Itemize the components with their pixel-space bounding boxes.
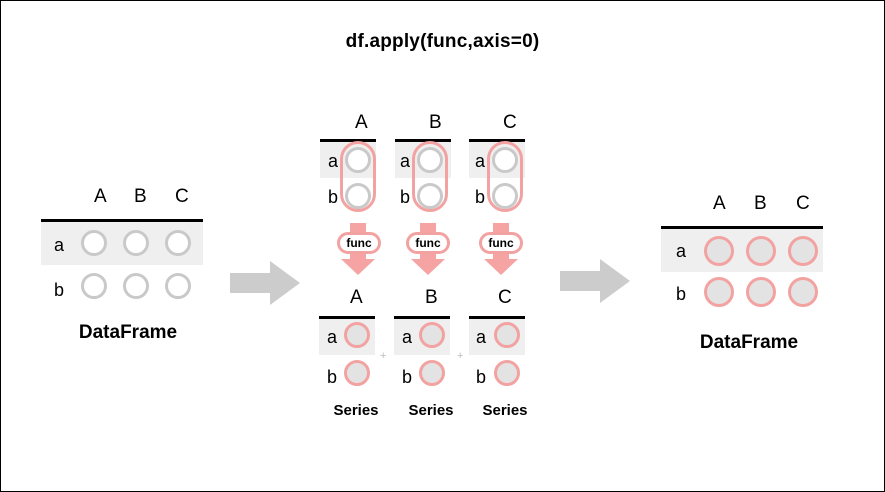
input-c-row-b: b — [475, 187, 486, 207]
right-cell-a-C — [788, 236, 818, 266]
series-a-cell-b — [344, 360, 370, 386]
series-a-row-b: b — [327, 367, 338, 387]
input-a-rule — [320, 139, 376, 142]
series-c-cell-a — [494, 322, 520, 348]
left-cell-b-B — [123, 273, 149, 299]
left-cell-a-B — [123, 230, 149, 256]
left-caption: DataFrame — [78, 322, 178, 343]
series-header-c: C — [498, 287, 512, 308]
series-a-cell-a — [344, 322, 370, 348]
input-c-row-a: a — [475, 151, 486, 171]
series-b-rule — [394, 316, 450, 319]
series-a-rule — [319, 316, 375, 319]
right-caption: DataFrame — [699, 332, 799, 353]
input-c-selection — [487, 141, 523, 212]
right-row-label-b: b — [676, 284, 687, 304]
left-header-rule — [41, 219, 203, 222]
series-c-rule — [469, 316, 525, 319]
series-b-row-b: b — [402, 367, 413, 387]
input-a-selection — [340, 141, 376, 212]
series-a-row-a: a — [327, 327, 338, 347]
left-cell-b-C — [165, 273, 191, 299]
series-b-row-a: a — [402, 327, 413, 347]
left-cell-b-A — [81, 273, 107, 299]
input-a-row-a: a — [328, 151, 339, 171]
input-a-row-b: b — [328, 187, 339, 207]
right-arrow-icon-left — [230, 261, 300, 305]
right-header-rule — [661, 226, 823, 229]
series-c-caption: Series — [482, 402, 528, 419]
plus-sign-2: + — [457, 350, 464, 362]
left-row-label-b: b — [54, 280, 65, 300]
series-b-cell-a — [419, 322, 445, 348]
right-cell-b-A — [704, 277, 734, 307]
series-c-row-b: b — [476, 367, 487, 387]
right-row-label-a: a — [676, 241, 687, 261]
input-b-selection — [412, 141, 448, 212]
series-header-b: B — [425, 287, 438, 308]
left-col-header-c: C — [175, 186, 189, 207]
series-header-a: A — [350, 287, 363, 308]
input-col-header-b: B — [429, 112, 442, 133]
input-c-rule — [469, 139, 525, 142]
left-cell-a-C — [165, 230, 191, 256]
func-badge-a: func — [337, 232, 381, 254]
right-cell-b-B — [746, 277, 776, 307]
input-b-row-b: b — [400, 187, 411, 207]
series-a-caption: Series — [333, 402, 379, 419]
plus-sign-1: + — [380, 350, 387, 362]
left-cell-a-A — [81, 230, 107, 256]
input-col-header-c: C — [503, 112, 517, 133]
right-col-header-c: C — [796, 193, 810, 214]
series-c-cell-b — [494, 360, 520, 386]
input-b-rule — [395, 139, 451, 142]
right-cell-b-C — [788, 277, 818, 307]
right-col-header-b: B — [754, 193, 767, 214]
right-cell-a-A — [704, 236, 734, 266]
diagram-title: df.apply(func,axis=0) — [345, 31, 540, 52]
right-arrow-icon-right — [560, 259, 630, 303]
right-col-header-a: A — [713, 193, 726, 214]
input-col-header-a: A — [355, 112, 368, 133]
func-badge-c: func — [479, 232, 523, 254]
func-badge-b: func — [406, 232, 450, 254]
series-b-cell-b — [419, 360, 445, 386]
left-col-header-b: B — [134, 186, 147, 207]
left-row-label-a: a — [54, 235, 65, 255]
left-col-header-a: A — [94, 186, 107, 207]
right-cell-a-B — [746, 236, 776, 266]
series-b-caption: Series — [408, 402, 454, 419]
series-c-row-a: a — [476, 327, 487, 347]
input-b-row-a: a — [400, 151, 411, 171]
